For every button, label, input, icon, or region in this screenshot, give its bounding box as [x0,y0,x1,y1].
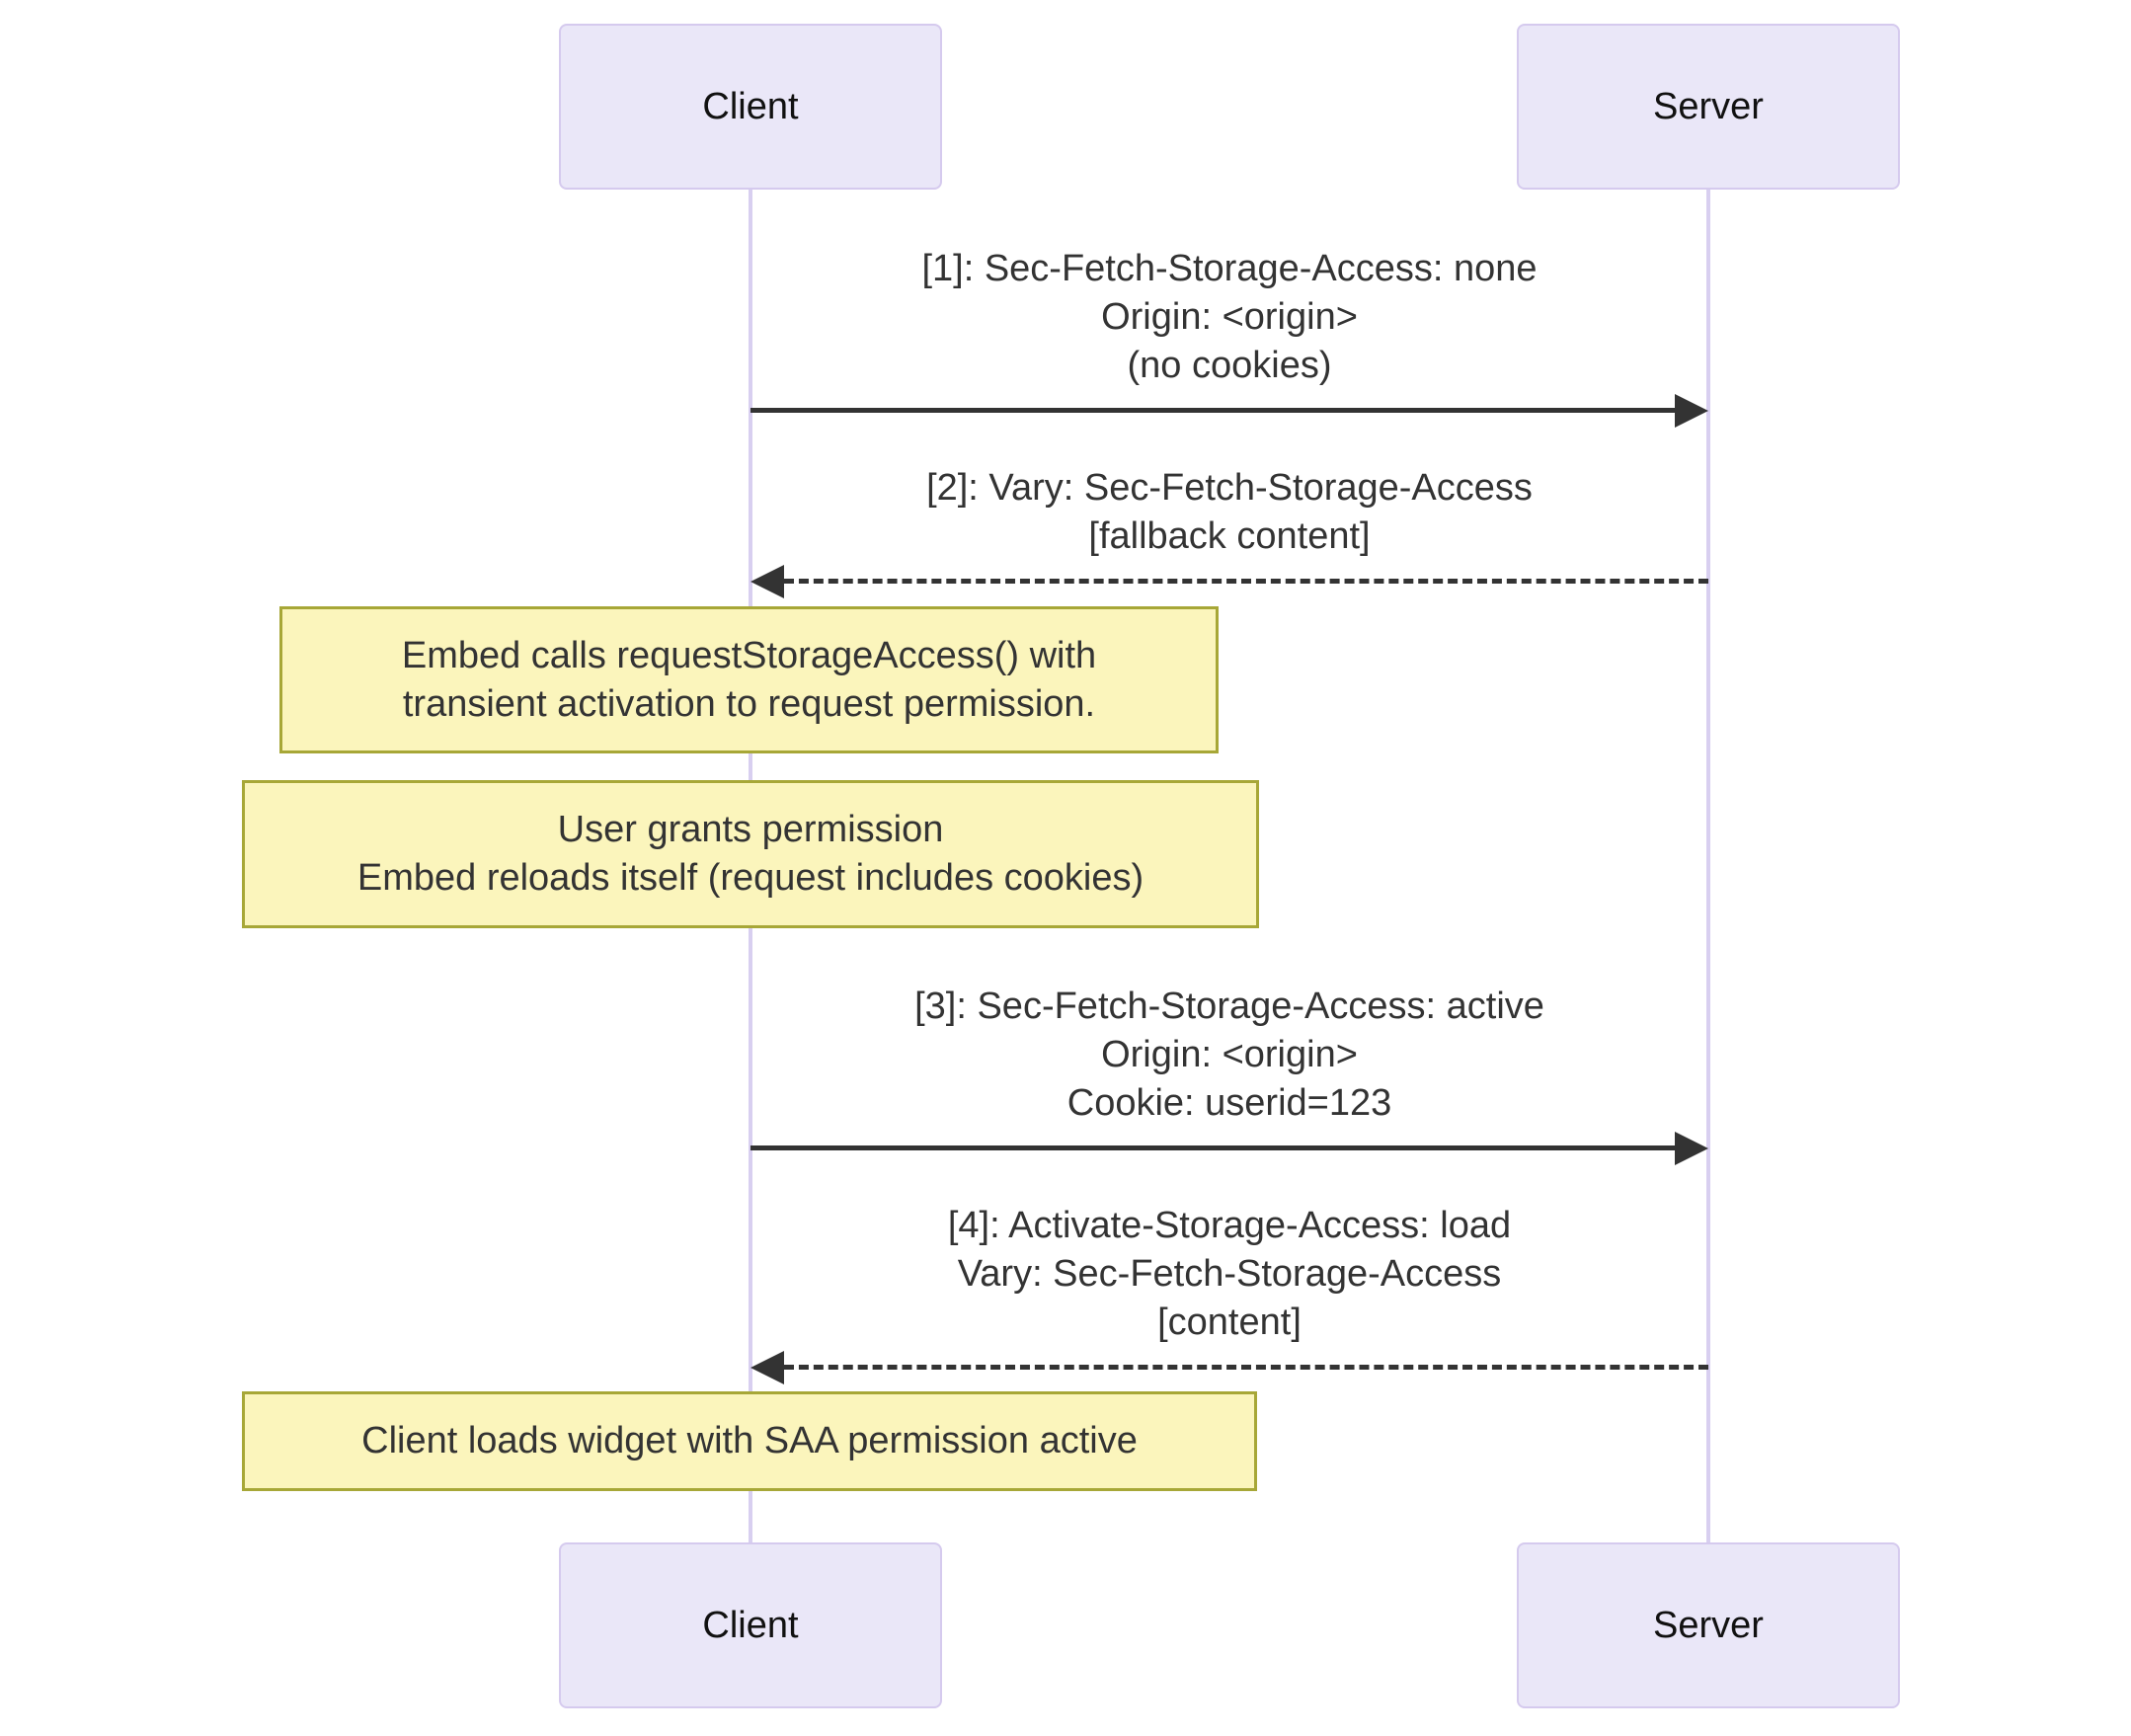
message-3-line-3: Cookie: userid=123 [1066,1082,1392,1124]
message-1-line-3: (no cookies) [1127,345,1332,386]
message-4-line-3: [content] [1157,1302,1302,1343]
note-client-loads-widget: Client loads widget with SAA permission … [242,1391,1257,1491]
actor-client-top: Client [559,24,942,190]
message-2-text: [2]: Vary: Sec-Fetch-Storage-Access [fal… [749,464,1710,561]
arrowhead-right-icon [1675,394,1708,428]
arrowhead-right-icon [1675,1132,1708,1165]
message-3-text: [3]: Sec-Fetch-Storage-Access: active Or… [749,983,1710,1128]
message-4-line-1: [4]: Activate-Storage-Access: load [947,1205,1512,1246]
actor-server-bottom: Server [1517,1542,1900,1708]
actor-server-bottom-label: Server [1653,1604,1764,1646]
actor-client-bottom: Client [559,1542,942,1708]
message-1-arrow-line [750,408,1675,413]
arrowhead-left-icon [750,1351,784,1384]
message-2-line-1: [2]: Vary: Sec-Fetch-Storage-Access [926,467,1533,509]
note-3-line-1: Client loads widget with SAA permission … [361,1420,1138,1461]
message-4-line-2: Vary: Sec-Fetch-Storage-Access [957,1253,1502,1295]
actor-server-top: Server [1517,24,1900,190]
note-2-line-1: User grants permission [557,809,944,850]
message-2-arrow-line [784,579,1708,584]
message-3-arrow-line [750,1145,1675,1150]
message-4-text: [4]: Activate-Storage-Access: load Vary:… [749,1202,1710,1347]
message-1-line-2: Origin: <origin> [1101,296,1358,338]
note-user-grants-permission: User grants permission Embed reloads its… [242,780,1259,928]
message-1-text: [1]: Sec-Fetch-Storage-Access: none Orig… [749,245,1710,390]
server-lifeline [1706,190,1710,1542]
actor-client-bottom-label: Client [702,1604,799,1646]
message-3-line-2: Origin: <origin> [1101,1034,1358,1075]
note-request-storage-access: Embed calls requestStorageAccess() with … [279,606,1219,753]
note-1-line-2: transient activation to request permissi… [402,682,1096,725]
message-2-line-2: [fallback content] [1088,515,1371,557]
message-3-line-1: [3]: Sec-Fetch-Storage-Access: active [914,986,1544,1027]
note-2-line-2: Embed reloads itself (request includes c… [356,857,1144,899]
actor-client-top-label: Client [702,85,799,127]
message-4-arrow-line [784,1365,1708,1370]
arrowhead-left-icon [750,565,784,598]
actor-server-top-label: Server [1653,85,1764,127]
message-1-line-1: [1]: Sec-Fetch-Storage-Access: none [921,248,1538,289]
note-1-line-1: Embed calls requestStorageAccess() with [401,634,1097,676]
